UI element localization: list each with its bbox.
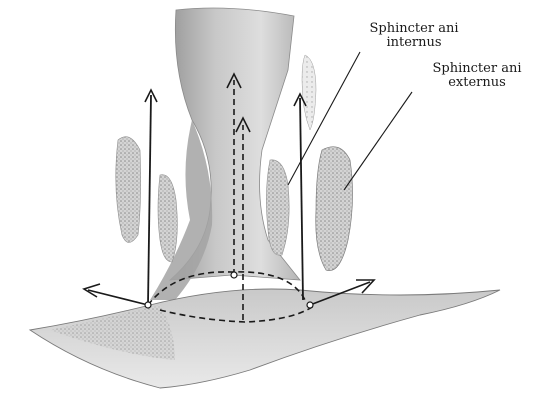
label-sphincter-ani-externus: Sphincter ani externus: [418, 62, 535, 90]
left-pivot-point: [145, 302, 151, 308]
label-internus-line2: internus: [354, 36, 474, 50]
label-internus-line1: Sphincter ani: [354, 22, 474, 36]
external-sphincter-right-main: [316, 147, 353, 271]
left-outward-arrow-shaft: [88, 290, 148, 305]
left-solid-arrow-shaft: [148, 95, 151, 305]
label-sphincter-ani-internus: Sphincter ani internus: [354, 22, 474, 50]
label-externus-line2: externus: [418, 76, 535, 90]
external-sphincter-left-upper: [116, 137, 141, 243]
external-sphincter-right-mid: [266, 160, 289, 255]
external-sphincter-left-lower: [158, 175, 177, 262]
right-pivot-point: [307, 302, 313, 308]
center-pivot-point: [231, 272, 237, 278]
right-solid-arrow-shaft: [300, 98, 303, 300]
external-sphincter-right-upper: [302, 55, 316, 130]
leader-line-externus: [344, 92, 412, 190]
label-externus-line1: Sphincter ani: [418, 62, 535, 76]
